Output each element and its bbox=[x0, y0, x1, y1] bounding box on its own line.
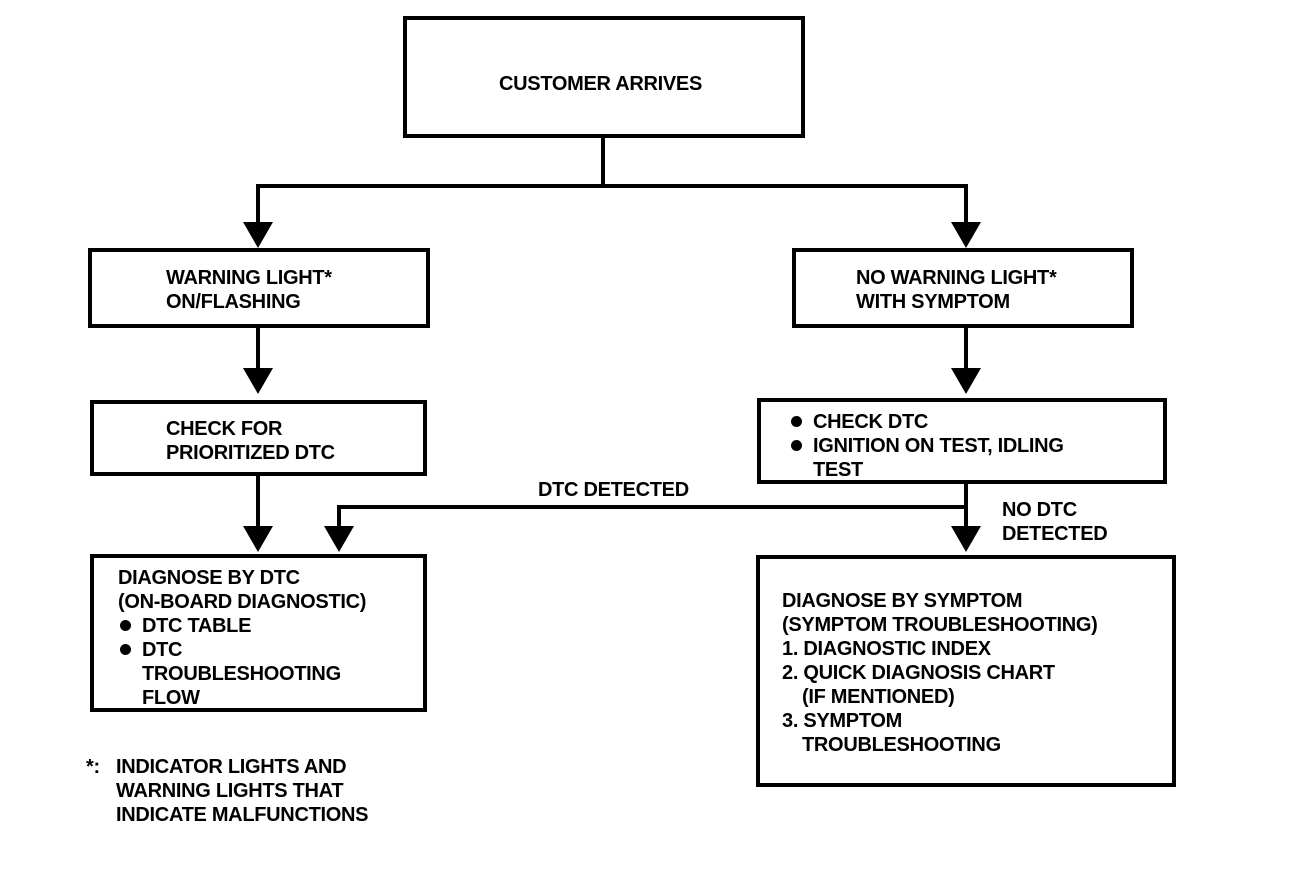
footnote-text: INDICATOR LIGHTS AND WARNING LIGHTS THAT… bbox=[116, 755, 369, 827]
bullet-icon bbox=[791, 416, 802, 427]
line: DIAGNOSE BY SYMPTOM bbox=[782, 590, 1023, 612]
line: WITH SYMPTOM bbox=[856, 291, 1010, 313]
footnote-marker: *: bbox=[86, 756, 100, 778]
list-item: IGNITION ON TEST, IDLING bbox=[789, 434, 1064, 458]
arrow-to-warning-light bbox=[243, 222, 273, 248]
node-no-warning-light: NO WARNING LIGHT* WITH SYMPTOM bbox=[792, 248, 1134, 328]
line: PRIORITIZED DTC bbox=[166, 442, 335, 464]
node-customer-arrives: CUSTOMER ARRIVES bbox=[403, 16, 805, 138]
line: ON/FLASHING bbox=[166, 291, 301, 313]
list-item: TROUBLESHOOTING bbox=[802, 734, 1001, 756]
arrow-to-check-prioritized bbox=[243, 368, 273, 394]
list-item: TEST bbox=[813, 459, 863, 481]
node-check-prioritized-dtc: CHECK FOR PRIORITIZED DTC bbox=[90, 400, 427, 476]
list-item: DTC TABLE bbox=[118, 614, 366, 638]
bullet-icon bbox=[791, 440, 802, 451]
line: (SYMPTOM TROUBLESHOOTING) bbox=[782, 614, 1098, 636]
line: WARNING LIGHTS THAT bbox=[116, 780, 344, 802]
node-check-dtc-text: CHECK DTC IGNITION ON TEST, IDLING TEST bbox=[789, 410, 1064, 482]
arrow-to-diagnose-dtc bbox=[243, 526, 273, 552]
line: (ON-BOARD DIAGNOSTIC) bbox=[118, 591, 367, 613]
line: INDICATE MALFUNCTIONS bbox=[116, 804, 369, 826]
node-diagnose-symptom-text: DIAGNOSE BY SYMPTOM (SYMPTOM TROUBLESHOO… bbox=[782, 589, 1098, 757]
bullet-icon bbox=[120, 620, 131, 631]
line: WARNING LIGHT* bbox=[166, 267, 332, 289]
node-diagnose-by-symptom: DIAGNOSE BY SYMPTOM (SYMPTOM TROUBLESHOO… bbox=[756, 555, 1176, 787]
list-item: TROUBLESHOOTING bbox=[142, 663, 341, 685]
node-warning-light-text: WARNING LIGHT* ON/FLASHING bbox=[166, 266, 332, 314]
node-diagnose-by-dtc: DIAGNOSE BY DTC (ON-BOARD DIAGNOSTIC) DT… bbox=[90, 554, 427, 712]
arrow-to-no-warning-light bbox=[951, 222, 981, 248]
arrow-to-check-dtc bbox=[951, 368, 981, 394]
line: DIAGNOSE BY DTC bbox=[118, 567, 300, 589]
line: DETECTED bbox=[1002, 523, 1108, 545]
node-customer-arrives-label: CUSTOMER ARRIVES bbox=[499, 73, 703, 95]
arrow-to-diagnose-symptom bbox=[951, 526, 981, 552]
list-item: (IF MENTIONED) bbox=[802, 686, 955, 708]
list-item: CHECK DTC bbox=[789, 410, 1064, 434]
node-check-dtc: CHECK DTC IGNITION ON TEST, IDLING TEST bbox=[757, 398, 1167, 484]
list-item: FLOW bbox=[142, 687, 200, 709]
bullet-icon bbox=[120, 644, 131, 655]
node-diagnose-dtc-text: DIAGNOSE BY DTC (ON-BOARD DIAGNOSTIC) DT… bbox=[118, 566, 366, 710]
list-item: 1. DIAGNOSTIC INDEX bbox=[782, 638, 991, 660]
edge-label-no-dtc-detected: NO DTC DETECTED bbox=[1002, 498, 1108, 546]
line: NO WARNING LIGHT* bbox=[856, 267, 1057, 289]
arrow-dtc-detected bbox=[324, 526, 354, 552]
list-item: 2. QUICK DIAGNOSIS CHART bbox=[782, 662, 1055, 684]
line: INDICATOR LIGHTS AND bbox=[116, 756, 347, 778]
node-warning-light: WARNING LIGHT* ON/FLASHING bbox=[88, 248, 430, 328]
edge-label-dtc-detected: DTC DETECTED bbox=[538, 479, 689, 501]
list-item: 3. SYMPTOM bbox=[782, 710, 902, 732]
node-no-warning-light-text: NO WARNING LIGHT* WITH SYMPTOM bbox=[856, 266, 1057, 314]
node-check-prioritized-text: CHECK FOR PRIORITIZED DTC bbox=[166, 417, 335, 465]
line: CHECK FOR bbox=[166, 418, 283, 440]
list-item: DTC bbox=[118, 638, 366, 662]
line: NO DTC bbox=[1002, 499, 1077, 521]
